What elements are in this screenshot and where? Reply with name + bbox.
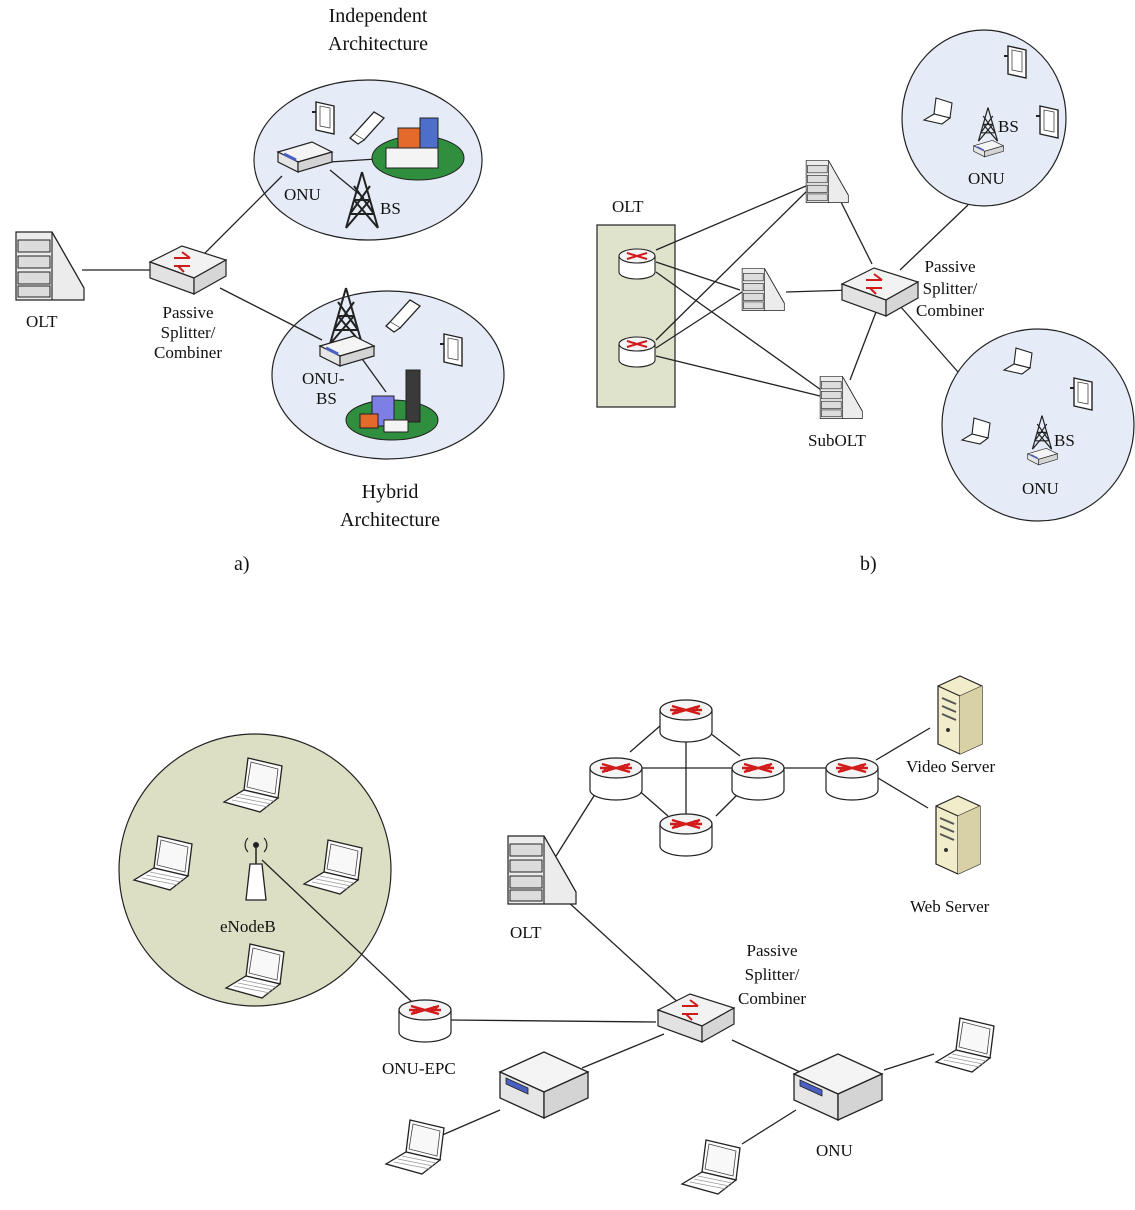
laptop-icon [385,1119,445,1175]
onu-box-icon [499,1051,589,1119]
splitter-icon [657,993,735,1043]
core-router-icon-top [658,698,714,744]
hybrid-title-line2: Architecture [340,509,440,531]
splitter-label-line3: Combiner [154,343,222,362]
panel-c: eNodeB ONU-EPC OLT Passive Splitter/ Com… [118,675,995,1195]
splitter-label-line2: Splitter/ [923,279,978,298]
onu-bs-label-line2: BS [316,389,337,408]
video-server-icon [937,675,983,755]
web-server-label: Web Server [910,897,990,916]
onu-label-top: ONU [968,169,1005,188]
laptop-icon [681,1139,741,1195]
onu-label-bottom: ONU [1022,479,1059,498]
olt-icon [15,231,85,301]
hybrid-architecture-cloud [271,290,505,460]
panel-b: OLT Passive Splitter/ Combiner SubOLT BS… [596,29,1135,575]
edge-router-icon [824,756,880,802]
olt-router-icon-2 [618,336,656,368]
city-icon [345,369,439,441]
onu-label: ONU [284,185,321,204]
subolt-label: SubOLT [808,431,867,450]
video-server-label: Video Server [906,757,995,776]
splitter-label-line3: Combiner [916,301,984,320]
onu-epc-router-icon [397,998,453,1044]
splitter-label-line1: Passive [163,303,214,322]
splitter-label-line3: Combiner [738,989,806,1008]
core-router-icon-left [588,756,644,802]
subolt-icon-bottom [819,376,863,419]
onu-bs-label-line1: ONU- [302,369,345,388]
olt-router-icon-1 [618,248,656,280]
splitter-label-line1: Passive [925,257,976,276]
subolt-icon-middle [741,268,785,311]
tablet-icon [1069,377,1093,411]
subolt-icon-top [805,160,849,203]
olt-label: OLT [26,312,58,331]
panel-b-caption: b) [860,553,877,575]
splitter-label-line2: Splitter/ [161,323,216,342]
independent-title-line2: Architecture [328,33,428,55]
onu-epc-label: ONU-EPC [382,1059,456,1078]
hybrid-title-line1: Hybrid [362,481,419,503]
bs-label: BS [380,199,401,218]
city-icon [371,117,465,181]
olt-label: OLT [510,923,542,942]
panel-a: Independent Architecture ONU BS OLT Pass… [15,5,505,575]
tablet-icon [1035,105,1059,139]
splitter-label-line1: Passive [747,941,798,960]
laptop-icon [935,1017,995,1073]
olt-label: OLT [612,197,644,216]
enodeb-antenna-icon [244,837,268,901]
core-router-icon-bottom [658,812,714,858]
bs-label-top: BS [998,117,1019,136]
bs-label-bottom: BS [1054,431,1075,450]
splitter-label-line2: Splitter/ [745,965,800,984]
splitter-icon [841,267,919,317]
onu-box-icon [793,1053,883,1121]
olt-icon [507,835,577,905]
enodeb-label: eNodeB [220,917,276,936]
independent-title-line1: Independent [329,5,428,27]
splitter-icon [149,245,227,295]
onu-label: ONU [816,1141,853,1160]
core-router-icon-right [730,756,786,802]
web-server-icon [935,795,981,875]
panel-a-caption: a) [234,553,250,575]
